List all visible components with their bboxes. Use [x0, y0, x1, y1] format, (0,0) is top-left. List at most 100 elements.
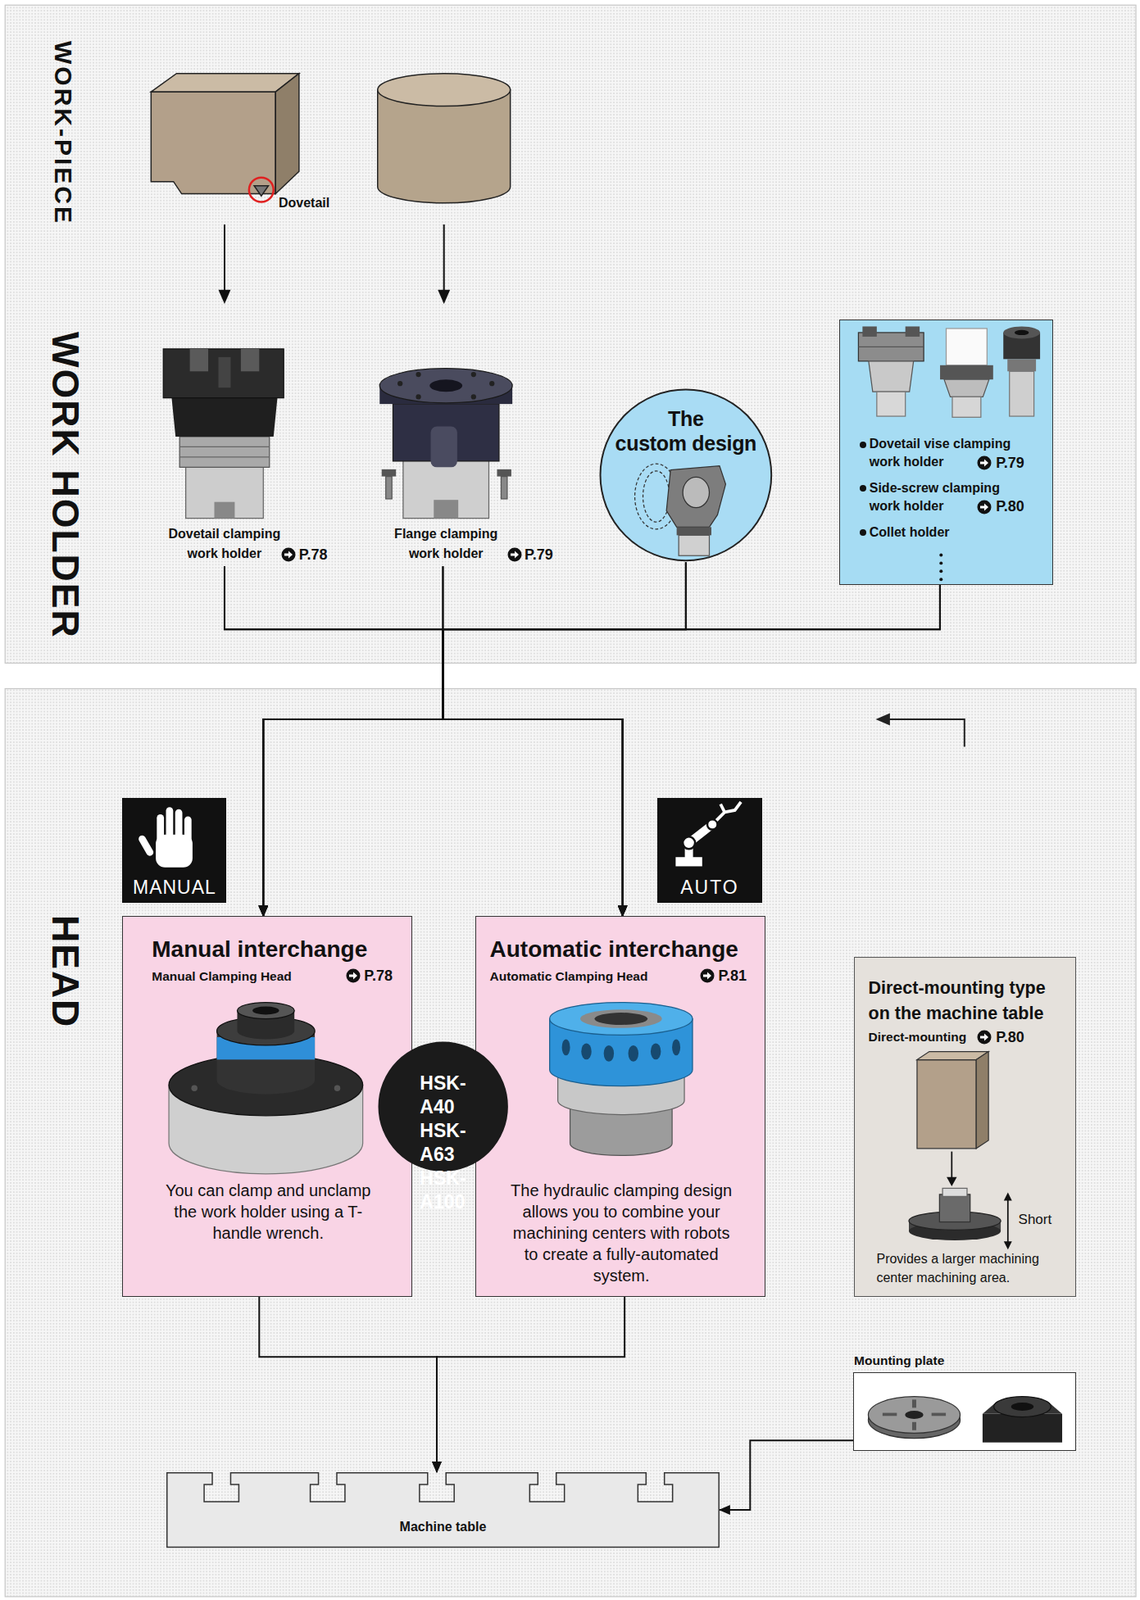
page-ref-icon — [349, 972, 358, 981]
flow-arrow — [719, 1440, 854, 1511]
holder-thumbnails — [1007, 358, 1036, 372]
auto-head-picture — [604, 1045, 614, 1063]
hand-icon — [166, 807, 174, 842]
flow-arrow — [442, 585, 940, 918]
hand-icon — [184, 816, 192, 843]
section-panel — [4, 4, 1136, 1598]
page-ref-icon — [507, 547, 523, 563]
page-ref-icon — [977, 499, 992, 514]
mounting-plate-picture — [912, 1399, 917, 1408]
dovetail-holder-picture — [163, 349, 284, 399]
direct-mount-picture — [1007, 1199, 1009, 1245]
section-panel — [4, 4, 1136, 664]
node-text: Direct-mounting type on the machine tabl… — [868, 976, 1059, 1027]
page-ref-icon — [284, 551, 293, 559]
robot-icon — [707, 819, 718, 830]
flange-holder-picture — [489, 381, 495, 387]
flow-arrow — [224, 566, 623, 917]
options-box: Dovetail vise clamping work holderP.79Si… — [839, 319, 1054, 586]
workpiece-arrow — [437, 290, 450, 305]
dovetail-holder-picture — [179, 436, 270, 468]
mounting-plate-picture — [904, 1411, 923, 1420]
page-ref-icon — [980, 459, 989, 468]
hand-icon — [175, 809, 183, 843]
page-reference: P.80 — [995, 1028, 1025, 1047]
workpiece-cylinder — [377, 73, 511, 204]
return-arrow — [875, 713, 890, 726]
work-holder: Dovetail clamping work holderP.78 — [153, 341, 337, 567]
manual-head-picture — [191, 1085, 198, 1092]
node-text: Collet holder — [869, 523, 1026, 542]
dovetail-holder-picture — [179, 456, 270, 458]
custom-part-picture — [643, 471, 670, 523]
node-text: Automatic interchange — [489, 936, 738, 963]
mounting-plate-picture — [982, 1414, 1063, 1444]
background-art — [4, 4, 1136, 1598]
custom-design-circle: The custom design — [599, 388, 773, 563]
holder-thumbnails — [858, 346, 924, 348]
hand-icon — [137, 807, 193, 868]
flange-holder-picture — [415, 394, 421, 400]
flow-arrow — [224, 566, 443, 917]
holder-thumbnails — [939, 577, 943, 582]
custom-part-picture — [635, 464, 727, 557]
work-holder: Flange clamping work holderP.79 — [372, 341, 573, 567]
page-ref-icon — [345, 968, 361, 984]
head-box: Automatic interchangeAutomatic Clamping … — [475, 916, 766, 1297]
node-text: Short — [1018, 1212, 1053, 1229]
return-arrow — [875, 713, 964, 747]
workpiece-cylinder — [377, 73, 511, 107]
flange-holder-picture — [386, 476, 392, 500]
hsk-badge: HSK-A40 HSK-A63 HSK-A100 — [377, 1041, 509, 1172]
custom-part-picture — [678, 535, 709, 557]
mounting-plate-picture — [882, 1412, 897, 1417]
holder-thumbnails — [840, 320, 1055, 586]
manual-head-picture — [168, 1003, 364, 1175]
mounting-plate-picture — [931, 1412, 946, 1417]
mounting-plate-box: Mounting plate — [853, 1372, 1076, 1452]
table-outline — [167, 1473, 719, 1549]
page-ref-icon — [703, 972, 712, 981]
flange-holder-picture — [471, 394, 477, 400]
page-ref-icon — [507, 548, 522, 563]
mounting-plate-picture — [994, 1397, 1052, 1418]
hand-icon — [137, 834, 155, 858]
section-title: WORK HOLDER — [46, 331, 85, 640]
page-reference: P.79 — [995, 454, 1025, 473]
direct-mount-picture — [940, 1194, 971, 1223]
node-text: Manual Clamping Head — [151, 968, 292, 986]
dovetail-holder-picture — [214, 502, 236, 519]
dovetail-holder-picture — [190, 349, 209, 372]
auto-head-picture — [549, 1003, 693, 1036]
manual-head-picture — [237, 1003, 296, 1020]
holder-thumbnails — [858, 326, 1041, 582]
node-text: HSK-A40 HSK-A63 HSK-A100 — [419, 1071, 466, 1215]
section-panel — [4, 689, 1136, 1598]
node-text: Manual interchange — [151, 936, 368, 963]
section-title: WORK-PIECE — [50, 40, 76, 226]
node-text: AUTO — [657, 876, 763, 899]
flange-holder-picture — [500, 476, 507, 500]
dovetail-holder-picture — [179, 446, 270, 448]
flow-arrow — [442, 566, 623, 917]
page-ref-icon — [976, 1030, 992, 1045]
flow-arrow — [263, 566, 443, 917]
node-text: Provides a larger machining center machi… — [876, 1249, 1061, 1288]
direct-mount-picture — [976, 1052, 990, 1150]
flow-arrow — [436, 1297, 625, 1473]
circle-outline — [599, 390, 772, 562]
auto-head-picture — [650, 1044, 661, 1061]
holder-thumbnails — [867, 361, 913, 392]
flange-holder-picture — [431, 426, 458, 468]
workpiece-arrow — [218, 290, 231, 305]
table-outline — [166, 1472, 720, 1549]
flow-arrow — [263, 585, 941, 918]
page-ref-icon — [699, 968, 715, 984]
holder-thumbnails — [939, 569, 943, 573]
robot-icon — [675, 802, 741, 867]
page-ref-icon — [976, 455, 992, 471]
workpiece-arrow — [443, 224, 446, 292]
